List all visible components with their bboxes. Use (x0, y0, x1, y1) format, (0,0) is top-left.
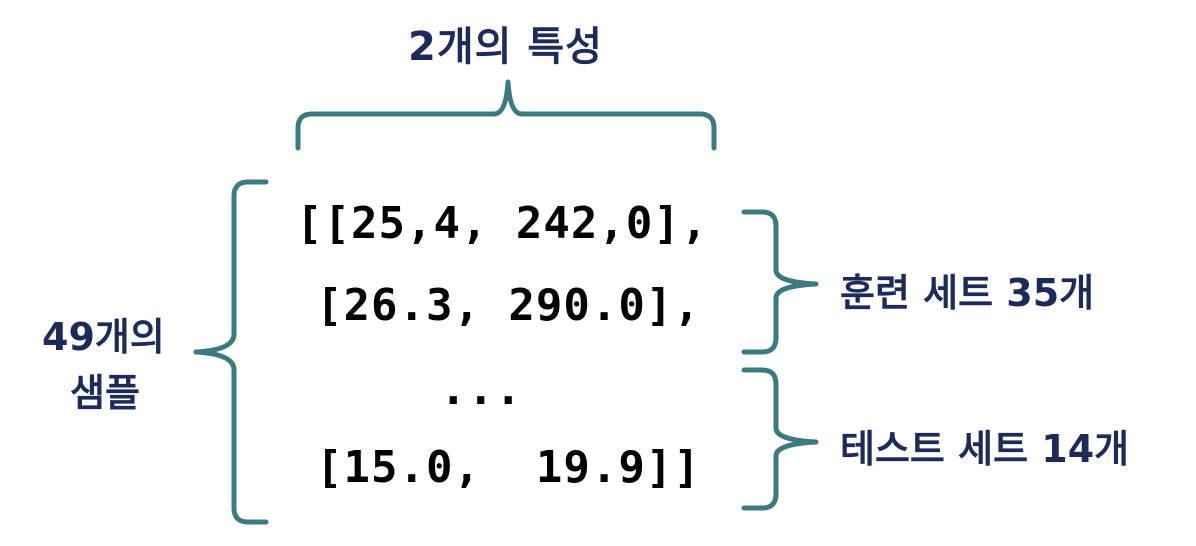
data-row-last: [15.0, 19.9]] (316, 442, 701, 493)
test-brace (741, 367, 819, 511)
data-row-ellipsis: ... (440, 364, 523, 415)
features-brace (295, 79, 717, 151)
data-row-1: [[25,4, 242,0], (296, 198, 709, 249)
train-set-label: 훈련 세트 35개 (840, 271, 1095, 315)
samples-brace (193, 179, 269, 525)
data-row-2: [26.3, 290.0], (316, 280, 701, 331)
samples-label-line1: 49개의 (42, 315, 165, 359)
test-set-label: 테스트 세트 14개 (840, 427, 1130, 471)
samples-label-line2: 샘플 (70, 371, 140, 415)
train-brace (741, 209, 819, 355)
features-label: 2개의 특성 (408, 24, 603, 70)
